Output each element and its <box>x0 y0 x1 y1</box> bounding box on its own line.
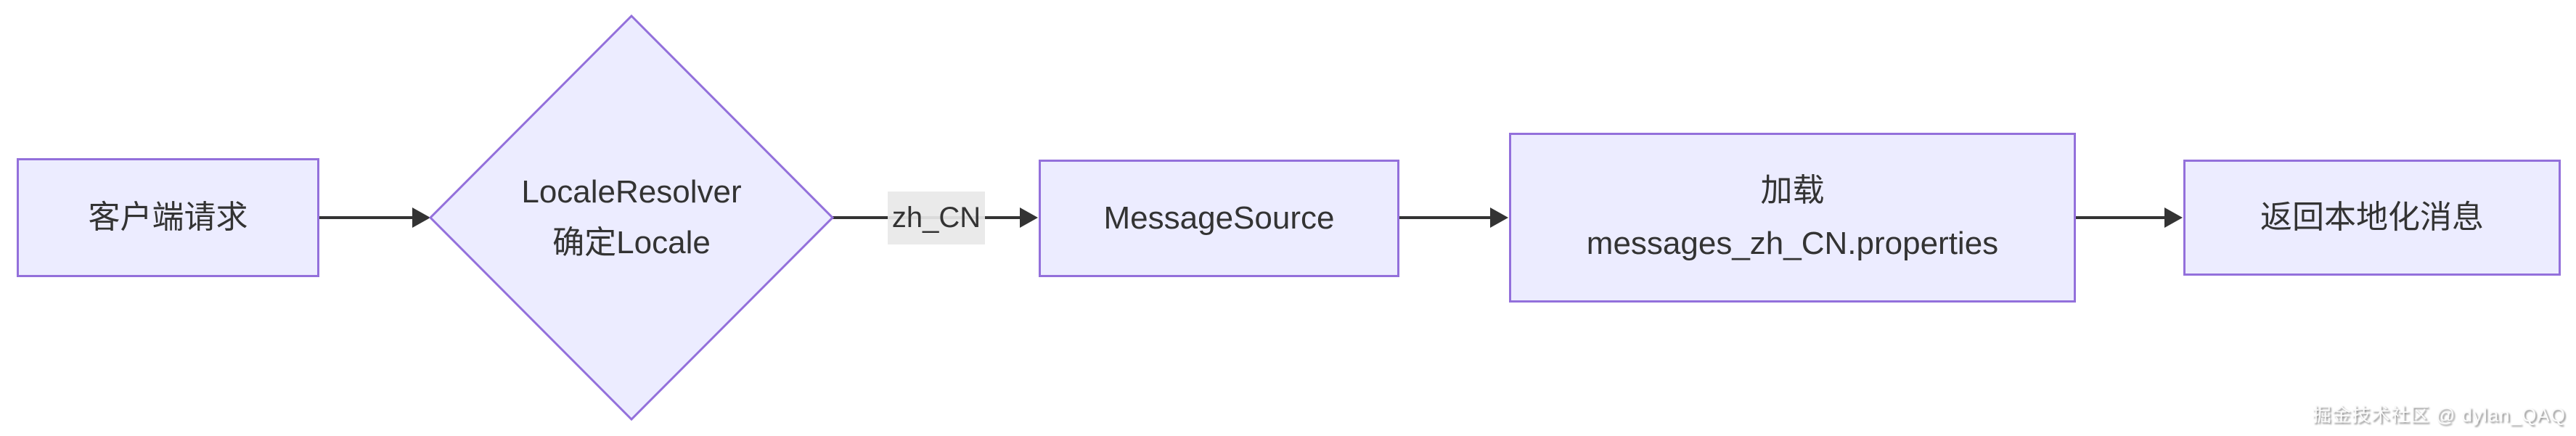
edge-client-to-resolver <box>319 216 415 219</box>
node-locale-resolver: LocaleResolver 确定Locale <box>429 15 834 421</box>
arrowhead <box>2164 207 2183 228</box>
edge-label-zh-cn: zh_CN <box>888 192 985 244</box>
arrowhead <box>412 207 430 228</box>
arrowhead <box>1490 207 1508 228</box>
node-locale-resolver-line1: LocaleResolver <box>521 173 742 210</box>
edge-messagesource-to-load <box>1399 216 1492 219</box>
watermark: 掘金技术社区 @ dylan_QAQ <box>2312 404 2566 426</box>
node-client-request: 客户端请求 <box>17 158 319 277</box>
node-message-source-label: MessageSource <box>1103 200 1335 236</box>
edge-label-zh-cn-text: zh_CN <box>891 202 981 234</box>
node-load-properties-line2: messages_zh_CN.properties <box>1586 226 1999 261</box>
diamond-shape <box>429 15 834 421</box>
arrowhead <box>1020 207 1038 228</box>
node-locale-resolver-line2: 确定Locale <box>552 225 711 260</box>
node-locale-resolver-label: LocaleResolver 确定Locale <box>429 15 834 421</box>
node-load-properties: 加载 messages_zh_CN.properties <box>1509 133 2076 303</box>
node-load-properties-label: 加载 messages_zh_CN.properties <box>1587 165 1998 270</box>
edge-load-to-result <box>2076 216 2167 219</box>
node-message-source: MessageSource <box>1039 160 1399 277</box>
node-load-properties-line1: 加载 <box>1760 173 1825 209</box>
node-client-request-label: 客户端请求 <box>88 199 248 235</box>
node-return-message: 返回本地化消息 <box>2183 160 2561 276</box>
node-return-message-label: 返回本地化消息 <box>2260 199 2484 235</box>
